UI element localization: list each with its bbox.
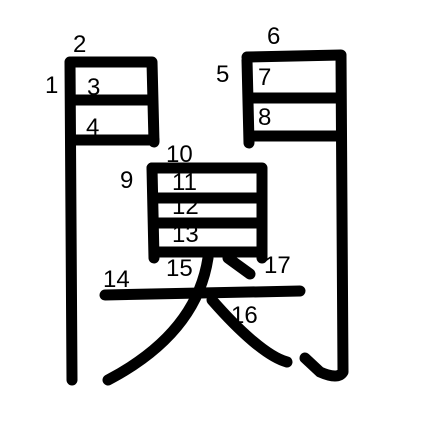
stroke-2 xyxy=(66,56,160,148)
stroke-number-16: 16 xyxy=(231,302,258,329)
stroke-number-4: 4 xyxy=(86,114,99,141)
stroke-number-3: 3 xyxy=(87,74,100,101)
stroke-1 xyxy=(64,56,78,386)
character-strokes xyxy=(64,49,349,386)
stroke-number-14: 14 xyxy=(103,266,130,293)
stroke-10 xyxy=(146,162,268,264)
stroke-6 xyxy=(241,49,349,382)
stroke-17 xyxy=(222,252,256,280)
stroke-number-12: 12 xyxy=(172,193,199,220)
stroke-number-11: 11 xyxy=(172,169,197,196)
stroke-number-10: 10 xyxy=(166,141,193,168)
stroke-number-9: 9 xyxy=(120,167,133,194)
stroke-number-6: 6 xyxy=(267,23,280,50)
stroke-16 xyxy=(206,294,293,368)
stroke-number-15: 15 xyxy=(166,255,193,282)
stroke-number-5: 5 xyxy=(216,61,229,88)
stroke-15 xyxy=(102,252,214,386)
stroke-number-13: 13 xyxy=(172,221,199,248)
stroke-number-7: 7 xyxy=(258,64,271,91)
stroke-number-1: 1 xyxy=(45,72,58,99)
stroke-number-17: 17 xyxy=(264,252,291,279)
stroke-number-8: 8 xyxy=(258,104,271,131)
stroke-9 xyxy=(146,162,160,264)
stroke-number-2: 2 xyxy=(73,31,86,58)
